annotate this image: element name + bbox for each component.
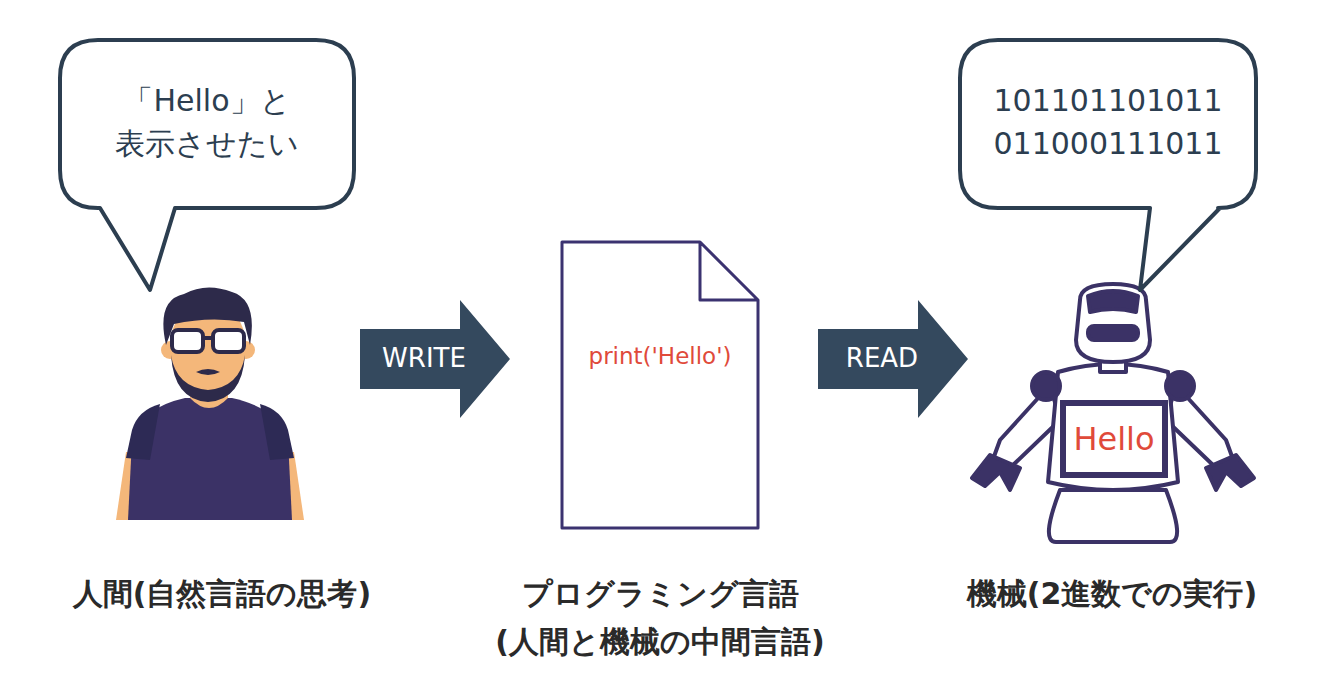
node-outline (958, 38, 1258, 210)
caption-label: プログラミング言語 (人間と機械の中間言語) (450, 570, 870, 666)
robot-figure (972, 284, 1254, 542)
speech-bubble: 「Hello」と 表示させたい (58, 38, 356, 210)
node-text: Hello (1073, 416, 1154, 462)
arrow-label: READ (846, 340, 918, 378)
outline-path (562, 242, 758, 528)
arrow-label: WRITE (382, 340, 466, 378)
outline-path (60, 40, 354, 290)
person-figure (116, 287, 304, 520)
caption-label: 機械(2進数での実行) (912, 570, 1312, 618)
outline-path (1063, 403, 1165, 475)
node-text: 「Hello」と 表示させたい (87, 79, 327, 166)
robot-screen: Hello (1060, 400, 1168, 478)
outline-path (960, 40, 1256, 290)
node-outline (560, 240, 760, 530)
node-text: print('Hello') (589, 340, 732, 373)
node-outline (58, 38, 356, 210)
block-arrow: WRITE (360, 300, 510, 418)
document-page: print('Hello') (560, 240, 760, 530)
outline-path (818, 300, 968, 418)
node-text: 101101101011 011000111011 (978, 79, 1238, 166)
outline-path (360, 300, 510, 418)
caption-label: 人間(自然言語の思考) (22, 570, 422, 618)
speech-bubble: 101101101011 011000111011 (958, 38, 1258, 210)
block-arrow: READ (818, 300, 968, 418)
